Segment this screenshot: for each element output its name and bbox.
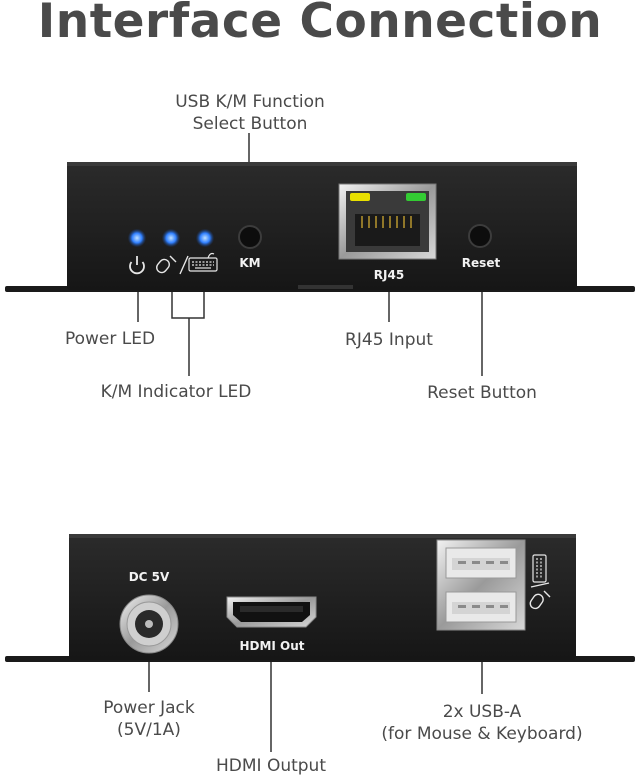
bottom-callout-lines xyxy=(148,662,483,752)
rj45-link-led xyxy=(350,193,370,201)
usb-a-callout: 2x USB-A (for Mouse & Keyboard) xyxy=(372,701,592,745)
usb-km-callout: USB K/M Function Select Button xyxy=(150,91,350,135)
keyboard-icon xyxy=(188,252,218,272)
km-label: KM xyxy=(239,256,261,270)
page-title: Interface Connection xyxy=(37,0,603,49)
power-led xyxy=(128,229,146,247)
power-jack-callout: Power Jack (5V/1A) xyxy=(79,697,219,741)
reset-button-callout: Reset Button xyxy=(427,383,537,403)
dc-5v-label: DC 5V xyxy=(128,570,170,584)
dc-power-jack xyxy=(119,594,179,654)
reset-label: Reset xyxy=(461,256,501,270)
slash-divider xyxy=(179,255,189,275)
rj45-label: RJ45 xyxy=(373,268,405,282)
top-callout-lines xyxy=(137,133,483,376)
hdmi-port xyxy=(226,596,317,628)
power-jack-callout-line1: Power Jack xyxy=(103,698,195,718)
top-device-panel xyxy=(5,162,635,292)
bottom-device-panel xyxy=(5,534,635,662)
hdmi-output-callout: HDMI Output xyxy=(215,756,326,776)
power-led-callout: Power LED xyxy=(64,329,156,349)
rj45-activity-led xyxy=(406,193,426,201)
usb-a-callout-line2: (for Mouse & Keyboard) xyxy=(381,724,583,744)
hdmi-out-label: HDMI Out xyxy=(239,639,305,653)
usb-keyboard-icon xyxy=(532,554,547,583)
km-indicator-callout: K/M Indicator LED xyxy=(100,382,252,402)
usb-km-callout-line2: Select Button xyxy=(192,114,308,134)
power-icon xyxy=(129,256,145,275)
mouse-indicator-led xyxy=(162,229,180,247)
power-jack-callout-line2: (5V/1A) xyxy=(117,720,181,740)
usb-a-callout-line1: 2x USB-A xyxy=(442,702,522,722)
usb-a-ports xyxy=(436,539,526,631)
reset-button xyxy=(468,224,492,248)
km-button xyxy=(238,225,262,249)
usb-slash-divider xyxy=(530,582,550,588)
rj45-port xyxy=(338,183,437,260)
keyboard-indicator-led xyxy=(196,229,214,247)
usb-km-callout-line1: USB K/M Function xyxy=(175,92,325,112)
mouse-icon xyxy=(156,255,177,274)
rj45-input-callout: RJ45 Input xyxy=(345,330,433,350)
usb-mouse-icon xyxy=(529,590,551,610)
